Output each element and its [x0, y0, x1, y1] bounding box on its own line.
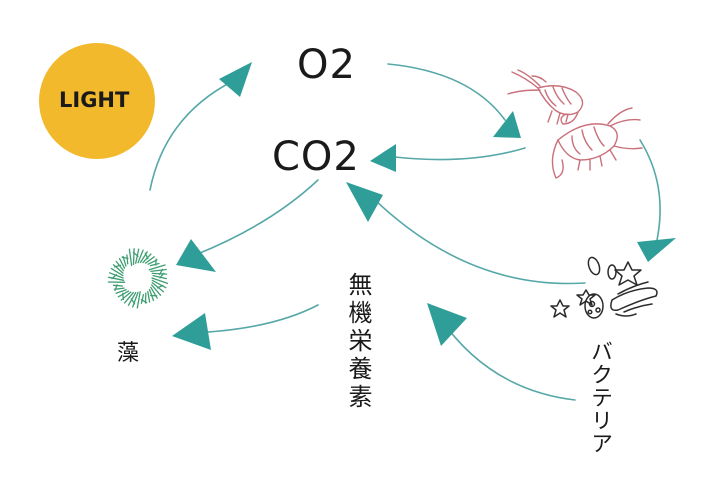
- bacteria-label: バクテリア: [587, 340, 612, 455]
- arrowhead-to-co2-from-bacteria: [346, 182, 383, 222]
- arrowhead-to-bacteria: [637, 238, 676, 262]
- shrimp-icon: [507, 69, 584, 125]
- arrow-bacteria-to-co2-line: [374, 199, 586, 285]
- arrowhead-to-co2: [370, 144, 396, 172]
- arrow-co2-to-algae-line: [194, 179, 319, 256]
- arrowhead-to-shrimp: [493, 111, 521, 138]
- arrow-o2-to-shrimp-line: [387, 63, 506, 121]
- arrow-algae-to-o2-line: [149, 79, 236, 191]
- arrowhead-to-algae-from-co2: [176, 239, 216, 272]
- arrow-bacteria-to-nutrients-line: [439, 317, 576, 401]
- algae-label: 藻: [117, 341, 140, 366]
- arrowhead-to-nutrients: [427, 303, 467, 346]
- co2-label: CO2: [272, 134, 360, 180]
- sun-label: LIGHT: [59, 88, 130, 112]
- arrow-shrimp-to-co2-line: [394, 147, 526, 161]
- shrimp-icon: [551, 107, 643, 179]
- o2-label: O2: [297, 42, 356, 88]
- arrow-nutrients-to-algae-line: [189, 304, 319, 334]
- algae-icon: [107, 248, 169, 309]
- bacteria-icon: [550, 256, 658, 319]
- arrowhead-to-o2: [219, 62, 252, 97]
- nutrients-label: 無機栄養素: [344, 272, 372, 412]
- arrowhead-to-algae-from-nutrients: [172, 313, 211, 350]
- sun-icon: [39, 43, 155, 159]
- arrow-shrimp-to-bacteria-line: [639, 139, 661, 241]
